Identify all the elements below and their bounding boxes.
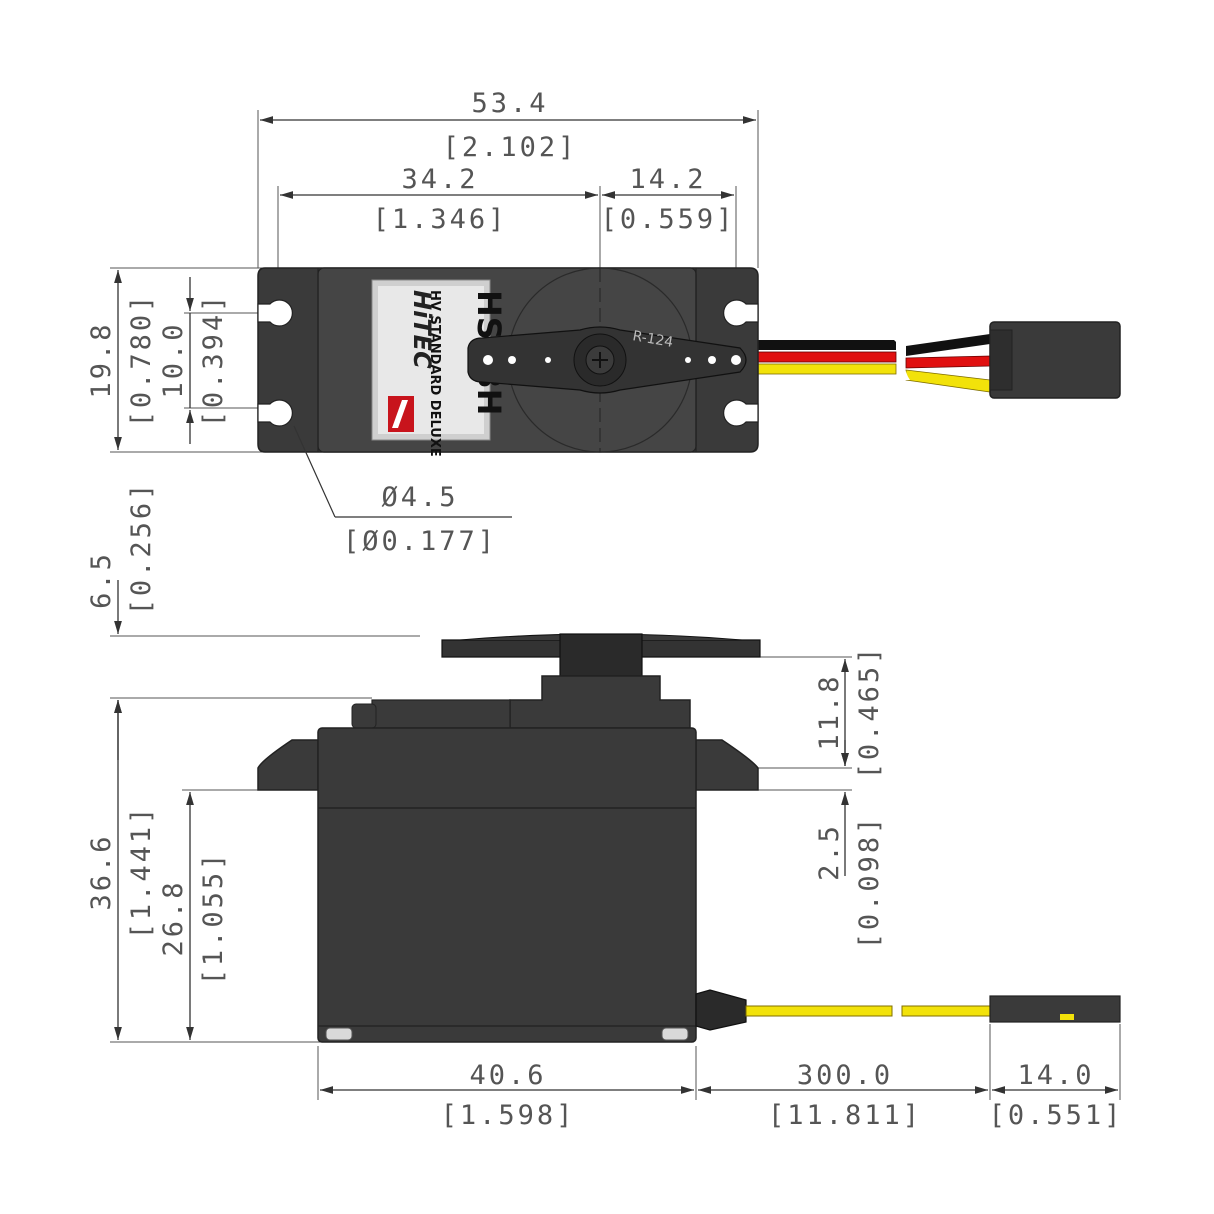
arm-hole-3 xyxy=(545,357,551,363)
arm-hole-4 xyxy=(685,357,691,363)
cable-length-mm: 300.0 xyxy=(797,1060,893,1091)
wire-black xyxy=(756,340,896,350)
horn-model-label: R-124 xyxy=(631,328,674,351)
mount-hole-top-left xyxy=(257,299,293,327)
shaft-to-hole-in: [0.559] xyxy=(601,204,736,235)
overall-width-mm: 53.4 xyxy=(471,88,548,119)
cable-grommet xyxy=(695,989,747,1031)
connector-length-mm: 14.0 xyxy=(1017,1060,1094,1091)
mount-hole-bottom-right xyxy=(723,399,759,427)
wire-yellow-split xyxy=(905,369,991,393)
case-foot-right xyxy=(661,1027,689,1041)
horn-height-in: [0.256] xyxy=(126,481,157,616)
output-shaft xyxy=(559,633,643,677)
connector-latch xyxy=(989,329,1013,391)
arm-hole-5 xyxy=(708,356,716,364)
total-height-in: [1.441] xyxy=(126,805,157,940)
brand-logo-stripe xyxy=(392,400,408,428)
wire-black-split xyxy=(906,334,990,356)
side-view: 6.5 [0.256] 36.6 [1.441] 26.8 [1.055] 11… xyxy=(86,481,1124,1131)
body-height-mm: 26.8 xyxy=(158,879,189,956)
diameter-leader xyxy=(293,425,336,518)
hole-spacing-in: [0.394] xyxy=(198,293,229,428)
body-length-mm: 40.6 xyxy=(469,1060,546,1091)
overall-height-in: [0.780] xyxy=(126,293,157,428)
body-height-in: [1.055] xyxy=(198,851,229,986)
label-brand: HiTEC xyxy=(408,290,436,369)
cable-side-left xyxy=(745,1005,893,1017)
shaft-to-hole-mm: 14.2 xyxy=(629,164,706,195)
gear-tower xyxy=(509,675,691,729)
connector-side xyxy=(989,995,1121,1023)
wire-break xyxy=(894,340,910,380)
top-to-flange-in: [0.465] xyxy=(854,645,885,780)
label-subtitle: HV STANDARD DELUXE xyxy=(427,290,442,457)
hole-diameter-in: [Ø0.177] xyxy=(343,526,497,557)
overall-width-in: [2.102] xyxy=(443,132,578,163)
arm-hole-6 xyxy=(731,355,741,365)
connector-pin-mark xyxy=(1060,1014,1074,1020)
top-view: 53.4 [2.102] 34.2 [1.346] 14.2 [0.559] 1… xyxy=(86,88,1121,557)
horn-height-mm: 6.5 xyxy=(86,551,117,609)
case-top-bump xyxy=(351,703,377,729)
hole-to-shaft-mm: 34.2 xyxy=(401,164,478,195)
overall-height-mm: 19.8 xyxy=(86,321,117,398)
flange-thickness-in: [0.098] xyxy=(854,815,885,950)
wire-red-split xyxy=(905,355,991,369)
body-length-in: [1.598] xyxy=(441,1100,576,1131)
flange-thickness-mm: 2.5 xyxy=(814,823,845,881)
hole-spacing-mm: 10.0 xyxy=(158,321,189,398)
wire-yellow xyxy=(755,363,897,375)
case-foot-left xyxy=(325,1027,353,1041)
mount-hole-top-right xyxy=(723,299,759,327)
total-height-mm: 36.6 xyxy=(86,833,117,910)
arm-hole-2 xyxy=(508,356,516,364)
hole-to-shaft-in: [1.346] xyxy=(373,204,508,235)
connector-length-in: [0.551] xyxy=(989,1100,1124,1131)
cable-side-right xyxy=(901,1005,991,1017)
top-to-flange-mm: 11.8 xyxy=(814,673,845,750)
flange-left xyxy=(257,739,319,791)
cable-length-in: [11.811] xyxy=(768,1100,922,1131)
servo-case xyxy=(317,727,697,1043)
mount-hole-bottom-left xyxy=(257,399,293,427)
flange-right xyxy=(695,739,759,791)
wire-red xyxy=(755,351,897,363)
top-cable xyxy=(755,321,1121,399)
case-top-lip-left xyxy=(371,699,511,729)
hole-diameter-mm: Ø4.5 xyxy=(381,482,458,513)
arm-hole-1 xyxy=(483,355,493,365)
screw-slot-icon xyxy=(592,352,608,368)
